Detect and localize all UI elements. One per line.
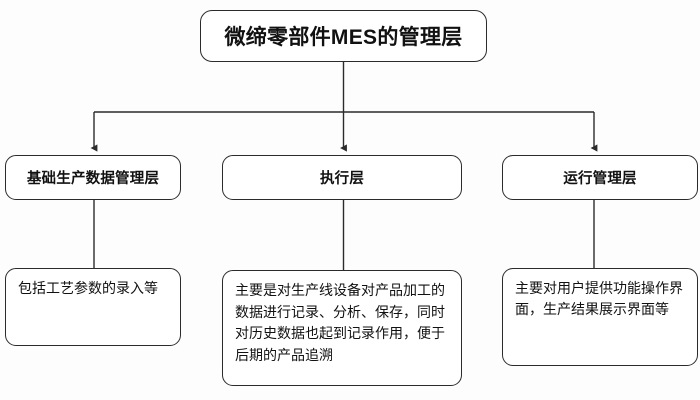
layer-box-label: 基础生产数据管理层	[26, 171, 160, 187]
layer-box-basic-production-data[interactable]: 基础生产数据管理层	[5, 155, 181, 200]
title-box[interactable]: 微缔零部件MES的管理层	[200, 10, 487, 62]
detail-box-label: 包括工艺参数的录入等	[18, 280, 158, 296]
title-box-label: 微缔零部件MES的管理层	[224, 26, 463, 49]
detail-box-label: 主要是对生产线设备对产品加工的数据进行记录、分析、保存，同时对历史数据也起到记录…	[235, 282, 445, 364]
layer-box-execution[interactable]: 执行层	[222, 155, 462, 200]
layer-box-operation-management[interactable]: 运行管理层	[502, 155, 698, 200]
detail-box-basic-production-data[interactable]: 包括工艺参数的录入等	[5, 268, 181, 346]
layer-box-label: 运行管理层	[563, 171, 637, 187]
detail-box-execution[interactable]: 主要是对生产线设备对产品加工的数据进行记录、分析、保存，同时对历史数据也起到记录…	[222, 270, 462, 386]
layer-box-label: 执行层	[319, 171, 365, 187]
detail-box-operation-management[interactable]: 主要对用户提供功能操作界面，生产结果展示界面等	[502, 268, 698, 366]
detail-box-label: 主要对用户提供功能操作界面，生产结果展示界面等	[515, 280, 683, 318]
